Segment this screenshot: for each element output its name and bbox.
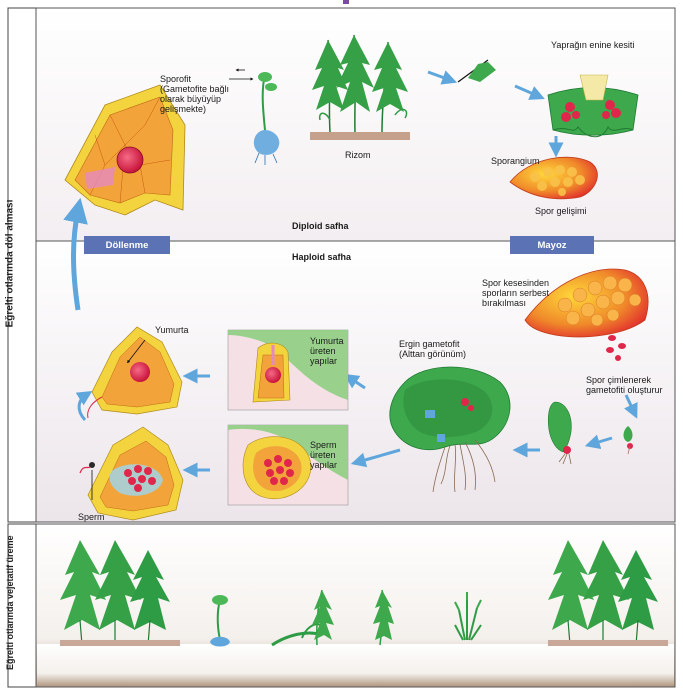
- rhizome-label: Rizom: [345, 150, 371, 160]
- released-spores: [606, 335, 626, 361]
- archegonium-egg: [87, 326, 183, 419]
- egg-producing-label: Yumurta üreten yapılar: [310, 336, 344, 366]
- germinating-spore: [623, 426, 633, 455]
- fertilization-banner: Döllenme: [84, 236, 170, 254]
- sporangium-label: Sporangium: [491, 156, 540, 166]
- young-gametophyte: [547, 401, 572, 465]
- spore-germination-label: Spor çimlenerek gametofiti oluşturur: [586, 375, 663, 395]
- sperm-label: Sperm: [78, 512, 105, 522]
- meiosis-banner: Mayoz: [510, 236, 594, 254]
- side-label-vegetative-reproduction: Eğrelti otlarında vejetatif üreme: [5, 535, 15, 670]
- antheridia-box: [227, 424, 349, 506]
- archegonia-box: [227, 329, 349, 411]
- sporophyte-label: Sporofit (Gametofite bağlı olarak büyüyü…: [160, 74, 230, 114]
- adult-ferns: [310, 34, 410, 140]
- leaf-cross-section-label: Yaprağın enine kesiti: [551, 40, 635, 50]
- side-label-sexual-reproduction: Eğrelti otlarında döl alması: [4, 199, 16, 328]
- diploid-phase-label: Diploid safha: [292, 221, 349, 231]
- mature-gametophyte: [389, 366, 511, 493]
- leaf-cross-section: [547, 74, 639, 138]
- fertilization-structure: [79, 426, 184, 521]
- zygote-archegonium: [64, 84, 186, 216]
- frond-fragment: [457, 59, 496, 83]
- vegetative-reproduction: [37, 540, 674, 686]
- mature-gametophyte-label: Ergin gametofit (Alttan görünüm): [399, 339, 467, 359]
- spore-sac-release: [524, 268, 649, 338]
- sperm-producing-label: Sperm üreten yapılar: [310, 440, 338, 470]
- egg-label: Yumurta: [155, 325, 189, 335]
- young-sporophyte: [235, 68, 280, 165]
- haploid-phase-label: Haploid safha: [292, 252, 352, 262]
- sporangium-cluster: [509, 156, 598, 200]
- spore-development-label: Spor gelişimi: [535, 206, 587, 216]
- spore-release-label: Spor kesesinden sporların serbest bırakı…: [482, 278, 550, 308]
